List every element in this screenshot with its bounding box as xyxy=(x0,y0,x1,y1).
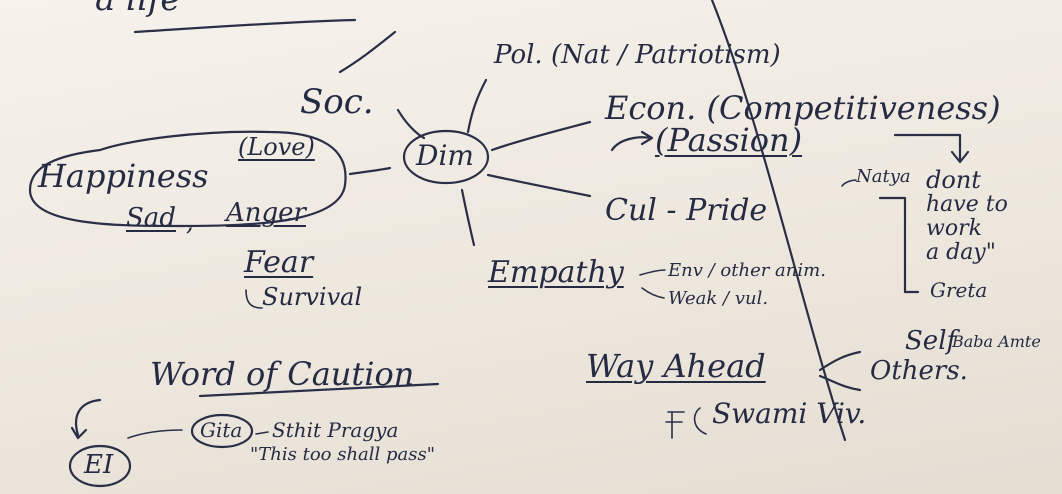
caution-underline xyxy=(198,382,440,398)
others-label: Others. xyxy=(870,356,968,386)
swami-mark xyxy=(665,411,685,439)
greta-label: Greta xyxy=(930,278,988,302)
caution-label: Word of Caution xyxy=(150,355,415,393)
empathy-detail-1: Env / other anim. xyxy=(668,260,826,281)
way-ahead-label: Way Ahead xyxy=(586,347,766,385)
social-label: Soc. xyxy=(300,82,374,122)
way-ahead-brace-2 xyxy=(818,374,862,392)
spoke-culture xyxy=(486,173,592,198)
top-underline xyxy=(133,18,357,34)
ei-arrow-head xyxy=(70,426,88,440)
way-ahead-brace xyxy=(818,350,862,372)
sad-label: Sad xyxy=(126,203,176,233)
passion-arrow-head xyxy=(640,130,654,146)
swami-hook xyxy=(693,407,707,435)
spoke-political xyxy=(466,78,488,134)
gita-circle xyxy=(190,413,254,449)
natya-arrow xyxy=(841,179,857,187)
diagonal-divider xyxy=(710,0,847,442)
empathy-arrow xyxy=(639,269,666,276)
center-dim-label: Dim xyxy=(416,139,474,172)
happiness-label: Happiness xyxy=(38,157,209,195)
culture-label: Cul - Pride xyxy=(605,193,768,228)
gita-arrow xyxy=(127,429,183,439)
gita-label: Gita xyxy=(200,418,243,442)
empathy-label: Empathy xyxy=(488,255,624,290)
quote-line-2: have to xyxy=(926,192,1008,217)
political-label: Pol. (Nat / Patriotism) xyxy=(494,40,781,70)
this-too-shall-pass-label: "This too shall pass" xyxy=(250,444,436,465)
anger-label: Anger xyxy=(226,198,306,228)
ei-hook xyxy=(74,398,102,437)
dim-circle xyxy=(402,129,490,185)
swami-label: Swami Viv. xyxy=(712,397,867,430)
baba-amte-label: Baba Amte xyxy=(952,332,1041,351)
quote-block: dont have to work a day" xyxy=(926,168,1056,264)
passion-label: (Passion) xyxy=(655,121,803,159)
empathy-detail-2: Weak / vul. xyxy=(668,288,769,309)
natya-label: Natya xyxy=(856,166,911,187)
empathy-branch xyxy=(641,287,665,299)
quote-line-3: work xyxy=(926,216,982,241)
ei-circle xyxy=(68,444,132,488)
down-arrow-head xyxy=(950,150,970,164)
line-soc-top xyxy=(338,30,397,74)
quote-line-4: a day" xyxy=(926,240,996,265)
love-label: (Love) xyxy=(238,133,315,161)
down-arrow xyxy=(893,133,962,162)
passion-arrow-shaft xyxy=(610,136,652,152)
survival-label: Survival xyxy=(262,283,363,311)
survival-hook xyxy=(245,289,263,309)
spoke-emotions xyxy=(348,166,392,176)
self-label: Self xyxy=(905,326,957,356)
gita-dash xyxy=(255,431,269,435)
quote-line-1: dont xyxy=(926,166,981,194)
economic-label: Econ. (Competitiveness) xyxy=(605,89,1001,127)
spoke-social xyxy=(396,108,426,140)
spoke-economic xyxy=(490,120,592,152)
natya-bracket xyxy=(878,196,920,294)
sthit-pragya-label: Sthit Pragya xyxy=(272,418,399,442)
comma-mark: , xyxy=(186,208,194,236)
ei-label: EI xyxy=(84,450,114,480)
fear-label: Fear xyxy=(244,245,314,280)
spoke-empathy xyxy=(460,188,476,247)
emotions-outline xyxy=(28,130,347,228)
top-fragment-text: a life xyxy=(95,0,181,16)
